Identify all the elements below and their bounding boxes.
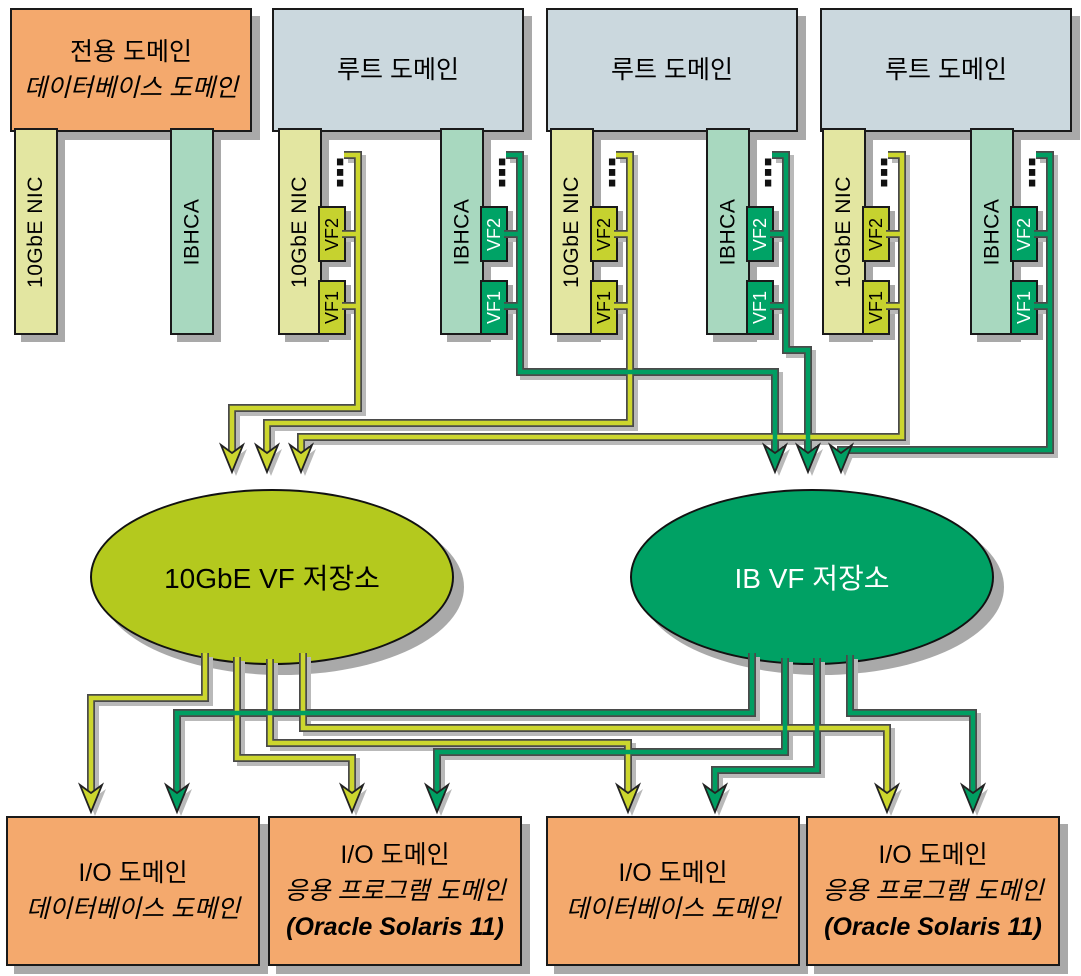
root-domain-title: 루트 도메인 (611, 56, 733, 84)
io-domain-subtitle: 응용 프로그램 도메인 (284, 877, 506, 905)
root-domain-title: 루트 도메인 (885, 56, 1007, 84)
io-domain-subtitle: 데이터베이스 도메인 (26, 895, 240, 923)
io-domain-subtitle: 응용 프로그램 도메인 (822, 877, 1044, 905)
nic-bar-root2: 10GbE NIC (550, 128, 594, 335)
vf2-box-nic-root1: VF2 (318, 206, 346, 262)
io-domain-box-4: I/O 도메인 응용 프로그램 도메인 (Oracle Solaris 11) (806, 816, 1060, 966)
io-domain-os-note: (Oracle Solaris 11) (286, 913, 504, 941)
wire-shadows-green (181, 159, 1054, 799)
root-domain-title: 루트 도메인 (337, 56, 459, 84)
vf2-box-hca-root1: VF2 (480, 206, 508, 262)
nic-vf-pool-label: 10GbE VF 저장소 (164, 563, 380, 594)
io-domain-title: I/O 도메인 (878, 841, 988, 869)
io-domain-title: I/O 도메인 (340, 841, 450, 869)
ib-vf-pool-label: IB VF 저장소 (734, 563, 890, 594)
dedicated-domain-title: 전용 도메인 (70, 38, 192, 66)
io-domain-title: I/O 도메인 (78, 859, 188, 887)
root-domain-box-1: 루트 도메인 (272, 8, 524, 132)
hca-bar-dedicated: IBHCA (170, 128, 214, 335)
root-domain-box-2: 루트 도메인 (546, 8, 798, 132)
io-domain-box-1: I/O 도메인 데이터베이스 도메인 (6, 816, 260, 966)
io-domain-subtitle: 데이터베이스 도메인 (566, 895, 780, 923)
io-domain-box-2: I/O 도메인 응용 프로그램 도메인 (Oracle Solaris 11) (268, 816, 522, 966)
vf1-box-hca-root1: VF1 (480, 280, 508, 335)
io-domain-os-note: (Oracle Solaris 11) (824, 913, 1042, 941)
io-domain-box-3: I/O 도메인 데이터베이스 도메인 (546, 816, 800, 966)
nic-bar-dedicated: 10GbE NIC (14, 128, 58, 335)
hca-bar-root1: IBHCA (440, 128, 484, 335)
io-domain-title: I/O 도메인 (618, 859, 728, 887)
dedicated-domain-subtitle: 데이터베이스 도메인 (24, 74, 238, 102)
root-domain-box-3: 루트 도메인 (820, 8, 1072, 132)
dedicated-domain-box: 전용 도메인 데이터베이스 도메인 (10, 8, 252, 132)
arrowhead-shadows-yellow (84, 449, 902, 816)
ib-vf-pool-ellipse: IB VF 저장소 (630, 489, 994, 665)
